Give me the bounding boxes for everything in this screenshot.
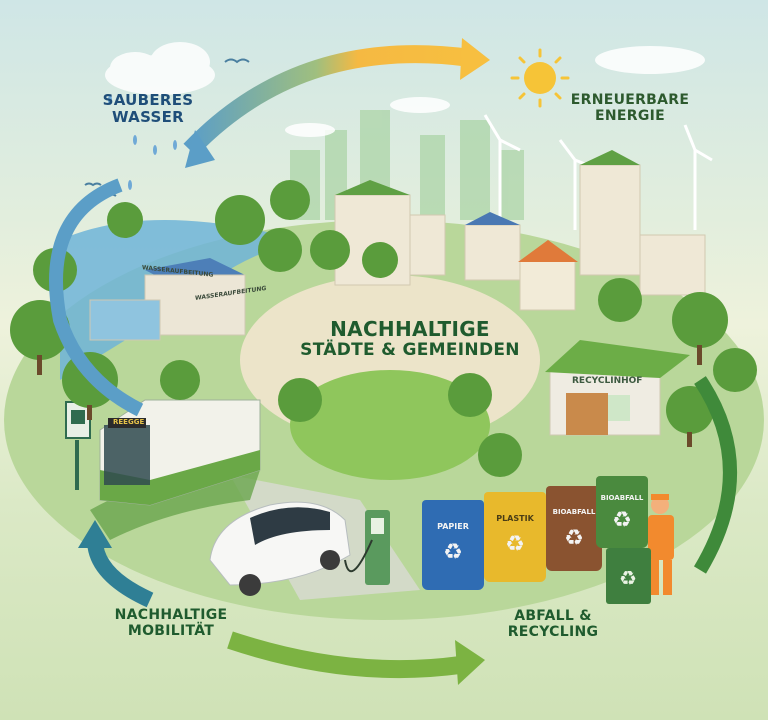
recycle-icon: ♻ xyxy=(564,526,584,551)
label-clean-water-line1: SAUBERES xyxy=(102,91,194,109)
arrow-energy-to-waste xyxy=(693,376,737,574)
bin-bio-brown: BIOABFALL ♻ xyxy=(546,486,602,571)
bin-plastic: PLASTIK ♻ xyxy=(484,492,546,582)
water-treatment-plant xyxy=(89,258,246,341)
recycling-center-sign: RECYCLINHOF xyxy=(572,376,643,386)
recycling-center xyxy=(545,340,690,436)
clouds xyxy=(105,42,705,137)
recycle-icon: ♻ xyxy=(443,540,463,565)
bus-destination-display: REEGGE xyxy=(113,418,145,426)
label-sustainable-mobility: NACHHALTIGE MOBILITÄT xyxy=(96,607,246,639)
bin-plastic-label: PLASTIK xyxy=(496,514,534,523)
city-buildings xyxy=(334,150,706,311)
label-waste-recycling: ABFALL & RECYCLING xyxy=(498,608,608,640)
label-renewable-energy-line1: ERNEUERBARE xyxy=(570,92,690,108)
electric-car xyxy=(209,501,351,596)
label-waste-line1: ABFALL & xyxy=(514,608,592,624)
arrow-head-waste xyxy=(455,640,485,685)
water-loop xyxy=(49,178,144,417)
bin-paper-label: PAPIER xyxy=(437,522,469,531)
label-clean-water: SAUBERES WASSER xyxy=(88,91,208,127)
bin-paper: PAPIER ♻ xyxy=(422,500,484,590)
bus-stop-sign xyxy=(65,401,91,490)
arrow-head-energy xyxy=(460,38,490,80)
bike-lane xyxy=(90,470,260,540)
svg-text:♻: ♻ xyxy=(619,566,637,590)
label-renewable-energy: ERNEUERBARE ENERGIE xyxy=(560,92,700,124)
arrow-head-mobility xyxy=(78,520,112,548)
label-waste-line2: RECYCLING xyxy=(507,624,599,641)
recycle-icon: ♻ xyxy=(505,532,525,557)
center-title-line2: STÄDTE & GEMEINDEN xyxy=(300,340,520,360)
rain-drops xyxy=(108,95,177,190)
label-renewable-energy-line2: ENERGIE xyxy=(595,108,665,125)
bin-bio-brown-label: BIOABFALL xyxy=(552,508,596,516)
arrow-water-to-energy xyxy=(183,45,472,157)
label-mobility-line2: MOBILITÄT xyxy=(127,623,215,640)
center-title-line1: NACHHALTIGE xyxy=(330,317,490,341)
arrow-head-water xyxy=(185,130,215,168)
sanitation-worker: ♻ xyxy=(606,494,674,604)
charging-station xyxy=(344,510,390,585)
recycle-icon: ♻ xyxy=(612,508,632,533)
center-title: NACHHALTIGE STÄDTE & GEMEINDEN xyxy=(290,318,530,361)
wind-turbines xyxy=(483,114,713,230)
sun-icon xyxy=(510,48,570,108)
arrow-mobility-to-waste xyxy=(227,631,462,679)
label-mobility-line1: NACHHALTIGE xyxy=(114,607,228,623)
bin-bio-green: BIOABFALL ♻ xyxy=(596,476,648,548)
bus xyxy=(99,399,261,506)
bin-bio-green-label: BIOABFALL xyxy=(600,494,644,502)
label-clean-water-line2: WASSER xyxy=(111,108,184,127)
central-park xyxy=(290,370,490,480)
